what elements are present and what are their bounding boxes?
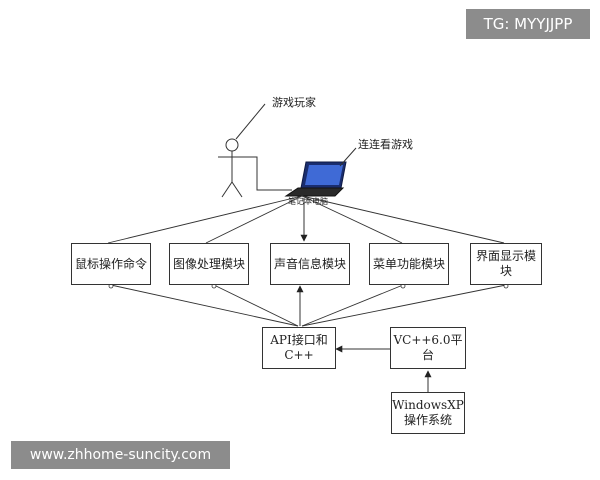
game-label: 连连看游戏 — [358, 138, 413, 151]
connector-dots — [108, 283, 509, 289]
laptop-icon — [284, 161, 347, 197]
module-api-links — [110, 284, 507, 327]
player-figure — [218, 138, 246, 198]
watermark-bottom: www.zhhome-suncity.com — [11, 441, 230, 469]
watermark-top: TG: MYYJJPP — [466, 9, 590, 39]
module-mouse-command: 鼠标操作命令 — [71, 243, 151, 285]
laptop-label: 笔记本电脑 — [288, 197, 328, 206]
api-box: API接口和C++ — [262, 327, 336, 369]
module-interface-display: 界面显示模块 — [470, 243, 542, 285]
player-laptop-link — [246, 156, 292, 191]
module-image-processing: 图像处理模块 — [169, 243, 249, 285]
player-label-pointer — [235, 103, 266, 140]
os-box: WindowsXP操作系统 — [391, 392, 465, 434]
player-label: 游戏玩家 — [272, 96, 316, 109]
vc-platform-box: VC++6.0平台 — [390, 327, 466, 369]
module-sound-info: 声音信息模块 — [270, 243, 350, 285]
laptop-module-links — [107, 195, 505, 244]
game-label-pointer — [339, 147, 357, 167]
module-menu-function: 菜单功能模块 — [369, 243, 449, 285]
